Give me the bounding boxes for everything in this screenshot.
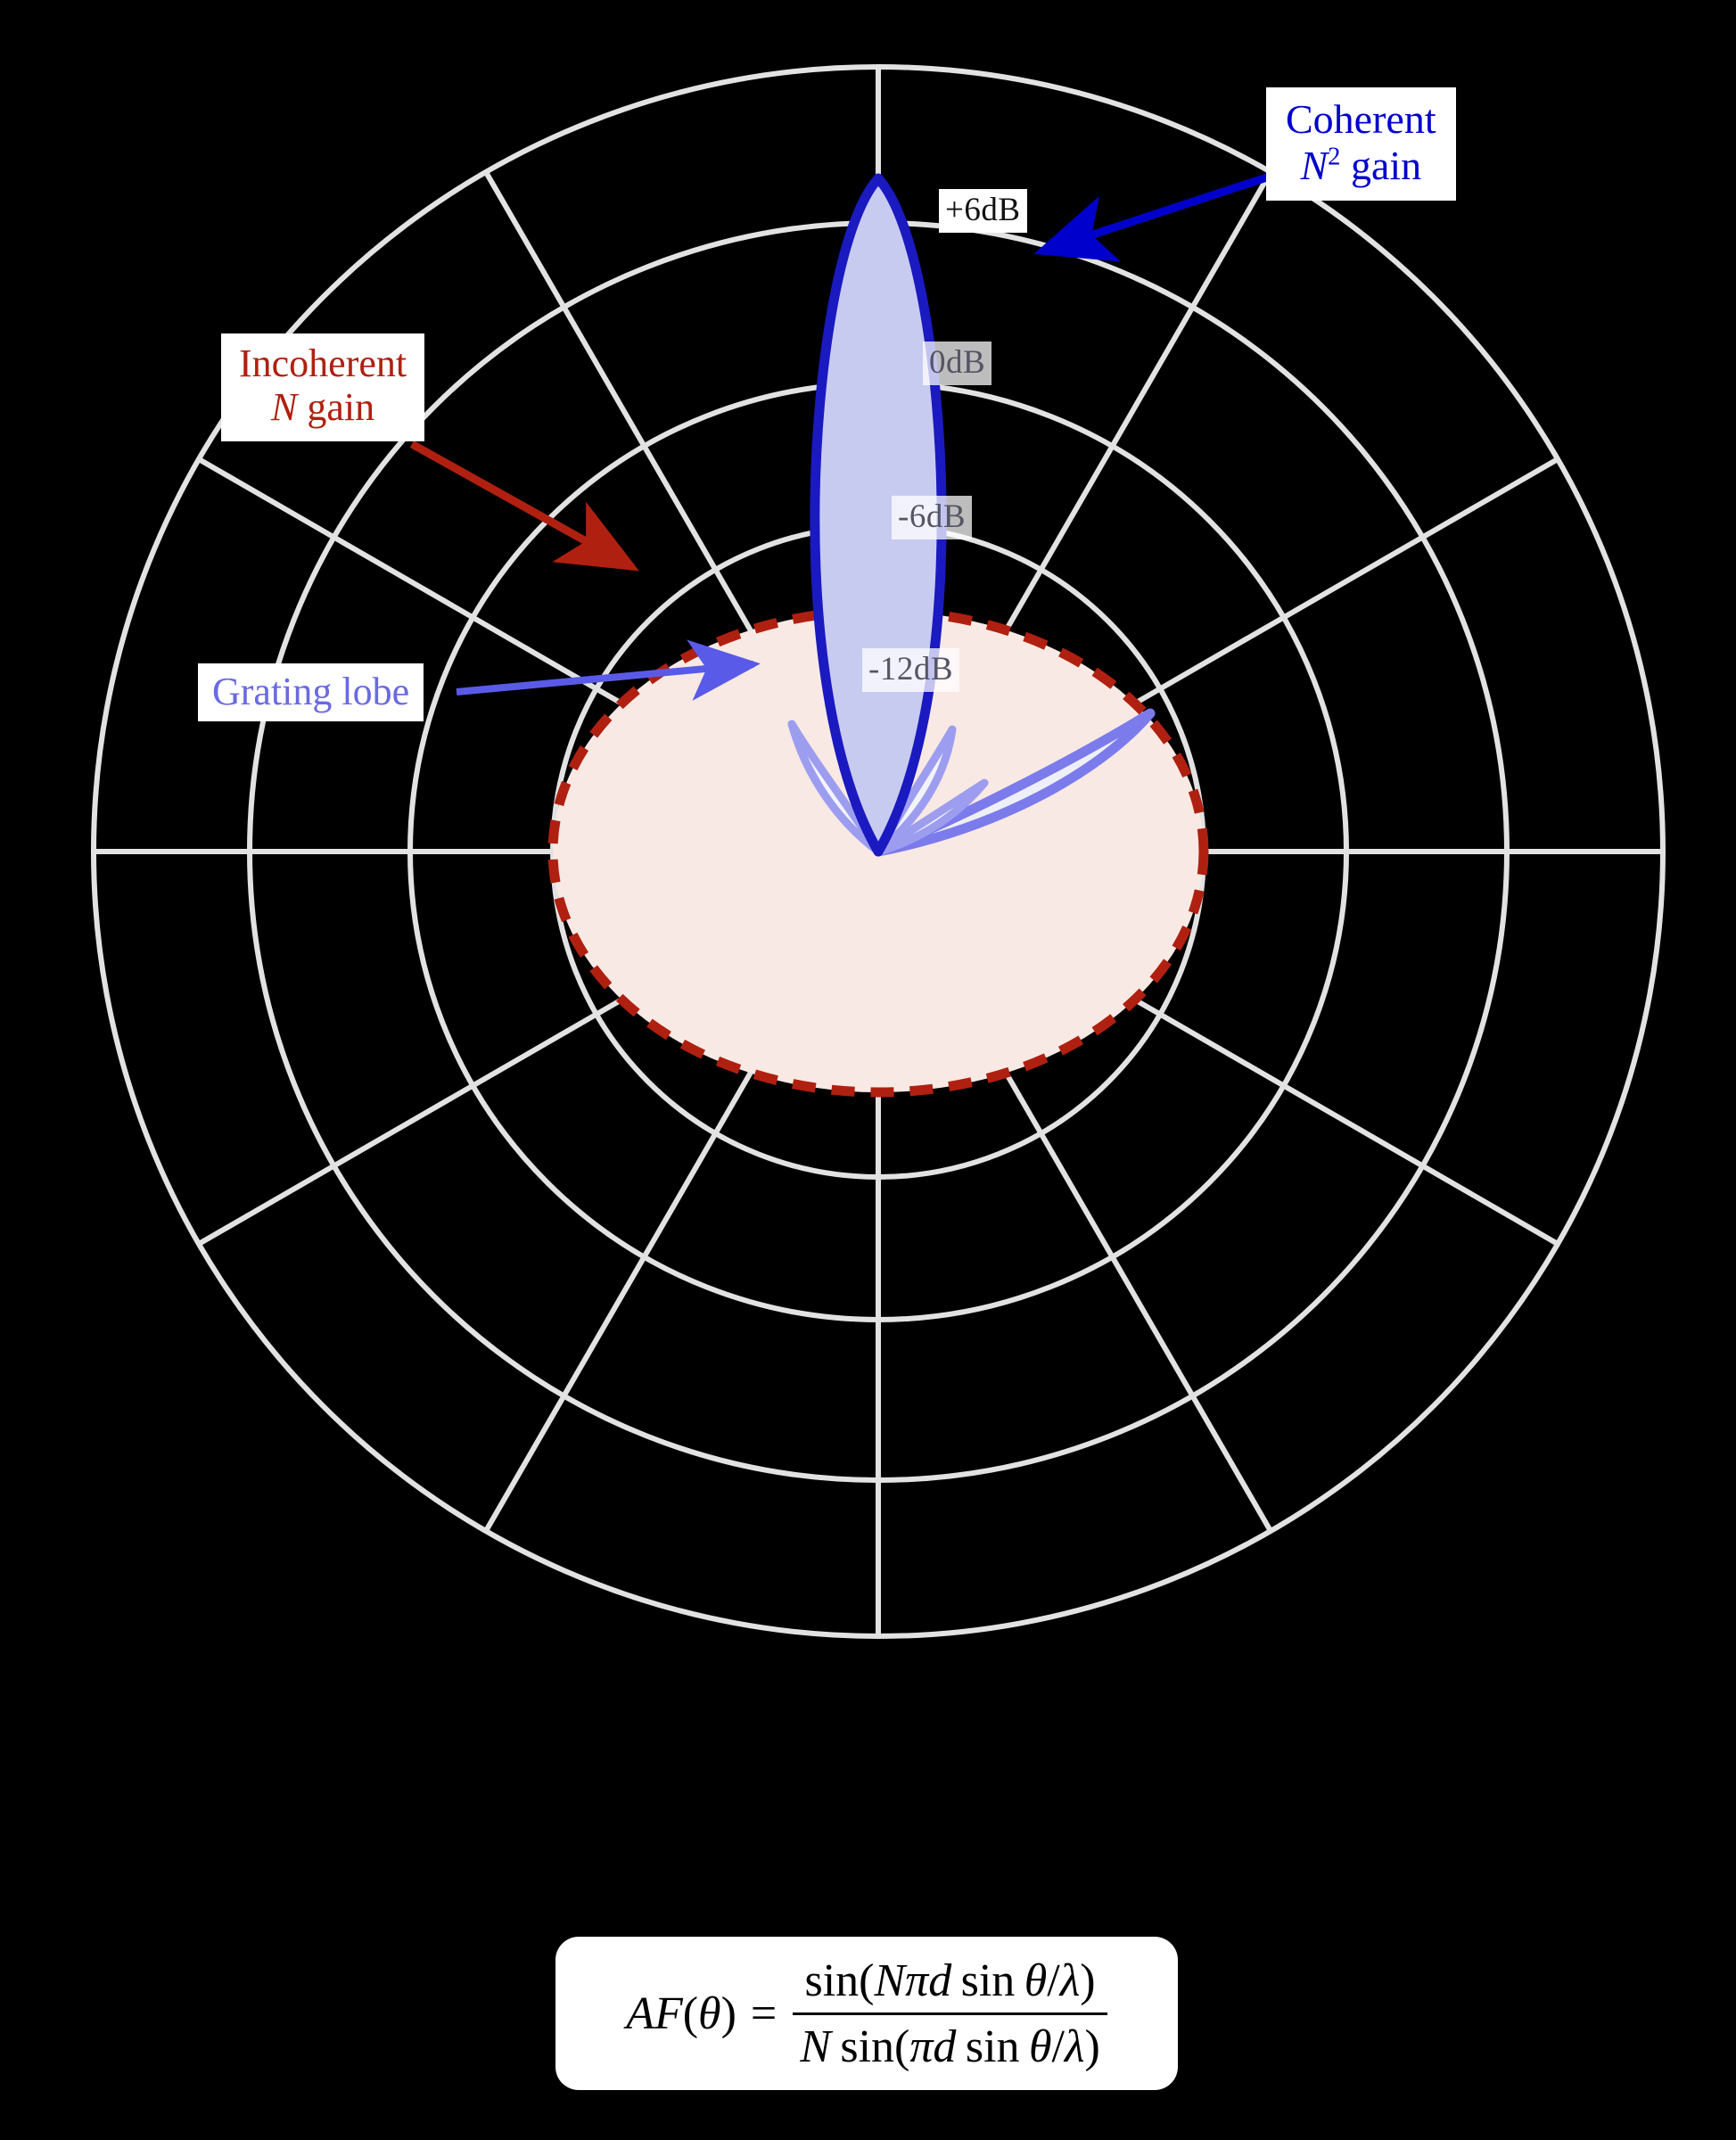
den-sin-open: sin( [840, 2021, 910, 2072]
den-sin2: sin [965, 2021, 1020, 2072]
formula-numerator: sin(Nπd sin θ/λ) [797, 1955, 1102, 2012]
incoherent-callout-arrow [409, 440, 639, 572]
array-factor-formula: AF(θ) = sin(Nπd sin θ/λ) N sin(πd sin θ/… [626, 1955, 1107, 2073]
ring-label-minus12db: -12dB [862, 648, 959, 692]
grating-lobe [873, 708, 1156, 857]
callout-incoherent-line2: N gain [239, 385, 407, 429]
callout-coherent-tail: gain [1340, 142, 1422, 188]
num-N: N [874, 1955, 906, 2006]
coherent-callout-arrow [1033, 170, 1277, 262]
formula-paren-open: ( [682, 1988, 699, 2039]
ring-label-0db: 0dB [923, 342, 992, 385]
callout-coherent-line2: N2 gain [1286, 143, 1436, 189]
callout-incoherent-gain: Incoherent N gain [221, 333, 425, 441]
callout-incoherent-var: N [271, 385, 298, 430]
num-pi: π [905, 1955, 929, 2006]
num-theta: θ [1024, 1955, 1048, 2006]
num-lambda: λ [1059, 1955, 1081, 2006]
den-close: ) [1084, 2021, 1100, 2072]
den-slash: / [1051, 2021, 1065, 2072]
callout-grating-lobe: Grating lobe [198, 663, 424, 722]
callout-coherent-line1: Coherent [1286, 96, 1436, 142]
callout-incoherent-tail: gain [297, 385, 375, 430]
num-sin2: sin [960, 1955, 1016, 2006]
callout-coherent-sup: 2 [1328, 143, 1341, 171]
den-pi: π [909, 2021, 934, 2072]
grating-callout-arrow [456, 639, 761, 701]
ring-label-plus6db: +6dB [939, 189, 1027, 233]
formula-equals: = [750, 1988, 777, 2039]
den-d: d [933, 2021, 957, 2072]
formula-lhs: AF(θ) [626, 1988, 736, 2040]
formula-af: AF [626, 1988, 683, 2039]
num-close: ) [1080, 1955, 1096, 2006]
formula-fraction: sin(Nπd sin θ/λ) N sin(πd sin θ/λ) [793, 1955, 1107, 2073]
num-sin-open: sin( [804, 1955, 875, 2006]
formula-box: AF(θ) = sin(Nπd sin θ/λ) N sin(πd sin θ/… [555, 1937, 1178, 2090]
formula-denominator: N sin(πd sin θ/λ) [793, 2012, 1107, 2073]
callout-coherent-gain: Coherent N2 gain [1266, 87, 1456, 202]
formula-paren-close: ) [720, 1988, 736, 2039]
den-N: N [800, 2021, 831, 2072]
formula-theta: θ [698, 1988, 721, 2039]
grating-lobe-shape [873, 708, 1156, 857]
ring-label-minus6db: -6dB [892, 496, 972, 539]
den-lambda: λ [1064, 2021, 1085, 2072]
den-theta: θ [1028, 2021, 1052, 2072]
num-d: d [928, 1955, 952, 2006]
num-slash: / [1047, 1955, 1060, 2006]
sidelobe-right [874, 778, 989, 856]
callout-incoherent-line1: Incoherent [239, 342, 407, 385]
callout-coherent-var: N [1300, 142, 1329, 188]
